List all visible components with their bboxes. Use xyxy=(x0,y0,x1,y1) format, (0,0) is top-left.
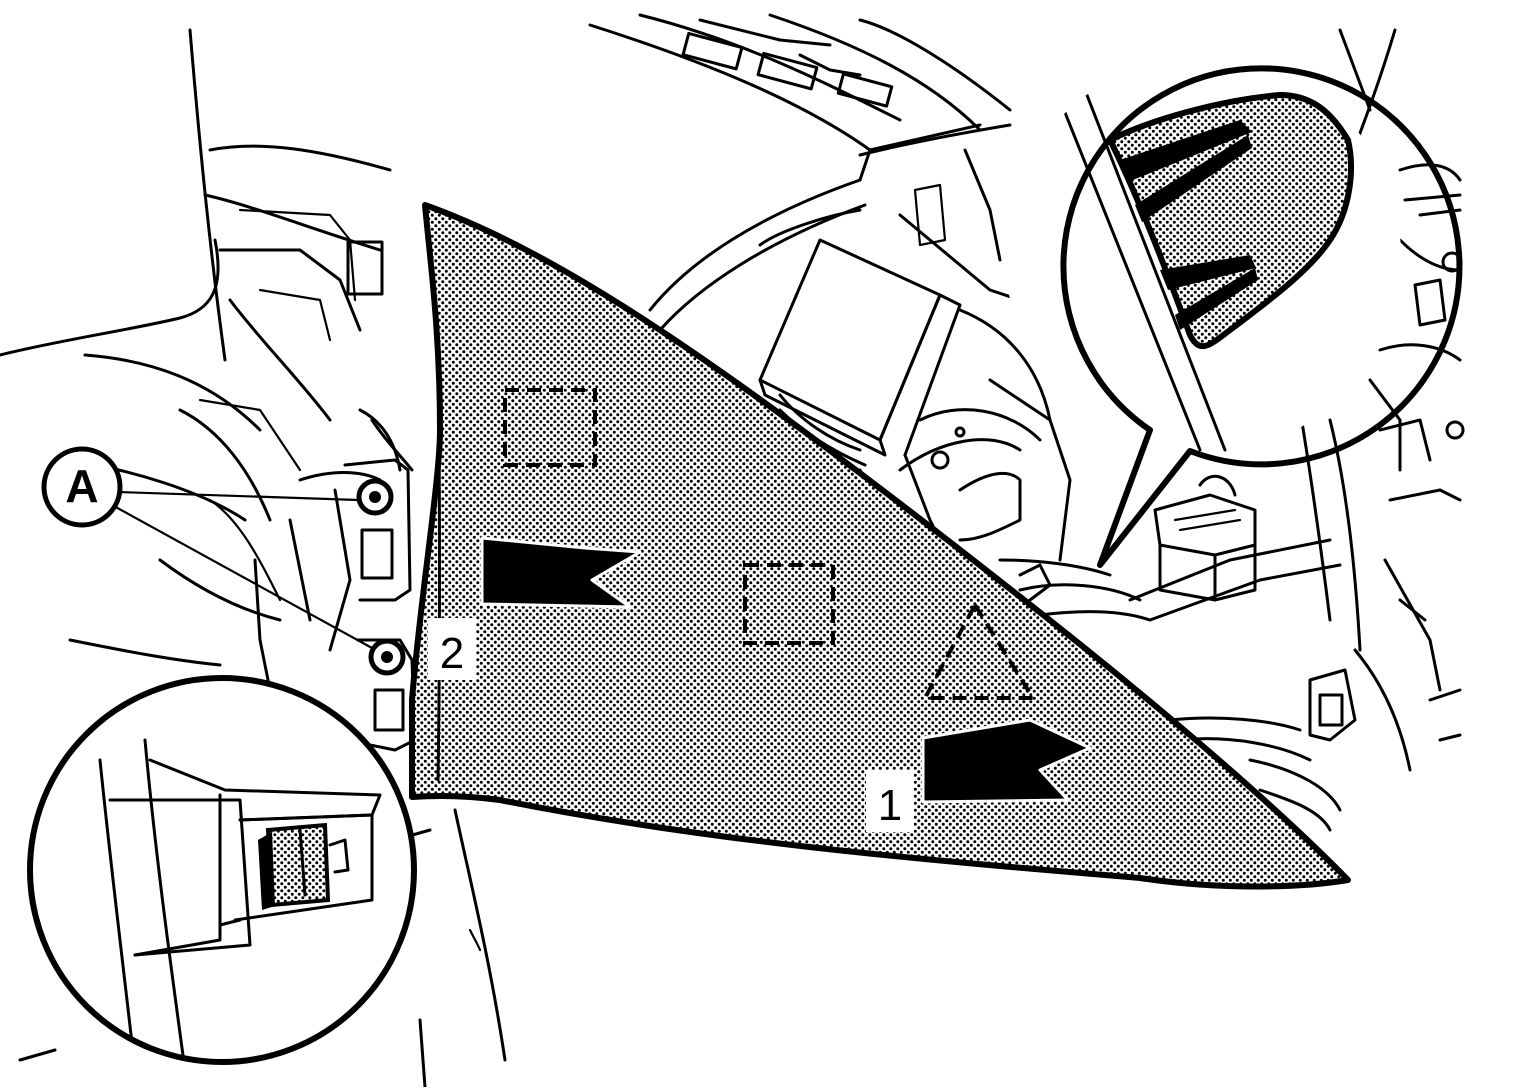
callout-a: A xyxy=(41,446,123,528)
hidden-clip-square-2 xyxy=(743,563,835,645)
background-structure xyxy=(0,13,1465,1089)
panel-shape xyxy=(409,202,1351,890)
callout-2: 2 xyxy=(428,618,476,680)
screw-lower xyxy=(368,638,406,676)
callout-1: 1 xyxy=(866,770,914,832)
callout-a-label: A xyxy=(65,460,98,512)
detail-view-clip-bottom xyxy=(27,675,417,1065)
callout-2-label: 2 xyxy=(440,629,464,678)
leader-line-a-lower xyxy=(110,503,374,650)
removal-direction-arrow-1 xyxy=(480,536,642,609)
hidden-clip-triangle xyxy=(921,601,1037,700)
leader-line-a-upper xyxy=(116,490,360,502)
detail-view-clip-top xyxy=(1005,57,1463,568)
callout-1-label: 1 xyxy=(878,781,902,830)
hidden-clip-square-1 xyxy=(503,388,597,467)
panel-inner-edge xyxy=(436,338,441,782)
trim-panel-1 xyxy=(409,202,1351,890)
removal-direction-arrow-2 xyxy=(921,718,1092,804)
screw-upper xyxy=(356,478,394,516)
